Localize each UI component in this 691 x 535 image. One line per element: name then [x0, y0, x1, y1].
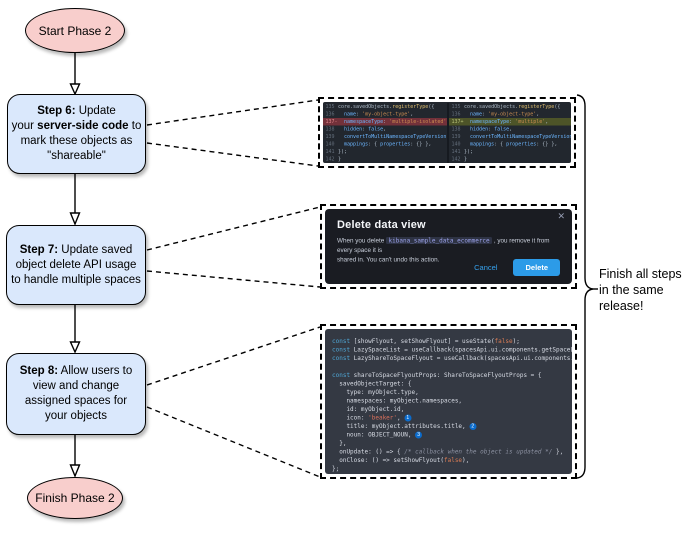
- diff-row: 137- namespaceType: 'multiple-isolated',: [323, 118, 447, 126]
- delete-modal-panel: ✕ Delete data view When you delete kiban…: [320, 204, 577, 289]
- flow-arrow-step7-step8: [69, 305, 81, 354]
- code-line: Step 8: Allow users to: [19, 365, 133, 377]
- code-line: to handle multiple spaces: [11, 273, 141, 286]
- code-line: onUpdate: () => { /* callback when the o…: [332, 448, 564, 455]
- code-line: assigned spaces for: [24, 395, 128, 407]
- delete-modal: ✕ Delete data view When you delete kiban…: [325, 209, 572, 284]
- code-line: Step 6: Update: [37, 105, 116, 117]
- code-line: "shareable": [47, 150, 106, 162]
- diff-row: 141});: [451, 149, 474, 155]
- code-line: savedObjectTarget: {: [332, 380, 412, 387]
- start-node-label: Start Phase 2: [38, 23, 112, 38]
- code-line: const LazyShareToSpaceFlyout = useCallba…: [332, 354, 572, 362]
- inline-code-chip: kibana_sample_data_ecommerce: [386, 237, 493, 244]
- modal-title: Delete data view: [337, 219, 426, 231]
- step6-node: Step 6: Update your server-side code to ma…: [7, 94, 146, 174]
- code-line: mark these objects as: [20, 135, 133, 147]
- code-line: onClose: () => setShowFlyout(false),: [332, 456, 470, 464]
- flow-arrow-step6-step7: [69, 174, 81, 226]
- close-icon[interactable]: ✕: [557, 211, 565, 221]
- modal-body-text-line2: shared in. You can't undo this action.: [337, 256, 440, 263]
- diff-row: 139 convertToMultiNamespaceTypeVersion: …: [325, 134, 448, 140]
- code-line: Step 7: Update saved: [19, 243, 133, 256]
- diff-row: 138 hidden: false,: [451, 126, 513, 133]
- diff-row: 138 hidden: false,: [325, 126, 387, 133]
- code-line: },: [332, 439, 347, 447]
- cancel-button[interactable]: Cancel: [474, 263, 498, 272]
- code-line: title: myObject.attributes.title, 2: [325, 422, 572, 431]
- code-line: id: myObject.id,: [332, 405, 405, 413]
- code-line: [325, 363, 572, 372]
- diff-row: 136 name: 'my-object-type',: [325, 111, 414, 118]
- code-block: const [showFlyout, setShowFlyout] = useS…: [325, 329, 572, 474]
- diff-row: 140 mappings: { properties: {} },: [325, 141, 432, 148]
- code-line: namespaces: myObject.namespaces,: [332, 397, 463, 404]
- zoom-connector-step8: [146, 326, 321, 478]
- diff-row: 142}: [325, 156, 342, 163]
- diff-row: 141});: [325, 149, 348, 155]
- finish-node: Finish Phase 2: [27, 477, 123, 519]
- code-line: const LazySpaceList = useCallback(spaces…: [332, 346, 572, 353]
- modal-footer: Cancel Delete: [337, 259, 560, 276]
- modal-body-text: When you delete: [337, 237, 387, 244]
- flow-arrow-step8-finish: [69, 435, 81, 478]
- start-node: Start Phase 2: [25, 8, 125, 53]
- code-line: object delete API usage: [15, 258, 137, 271]
- code-line: const shareToSpaceFlyoutProps: ShareToSp…: [332, 371, 542, 379]
- finish-node-label: Finish Phase 2: [35, 491, 115, 505]
- diff-row: 136 name: 'my-object-type',: [451, 111, 540, 118]
- modal-body: When you delete kibana_sample_data_ecomm…: [337, 236, 560, 263]
- curly-brace: [576, 94, 598, 479]
- zoom-connector-step6: [146, 99, 319, 167]
- zoom-connector-step7: [146, 206, 321, 288]
- step7-node: Step 7: Update saved object delete API us…: [6, 225, 146, 305]
- code-line: your server-side code to: [11, 120, 142, 132]
- brace-annotation: Finish all steps in the same release!: [599, 267, 682, 313]
- diff-row: 139 convertToMultiNamespaceTypeVersion: …: [451, 134, 572, 140]
- flow-arrow-start-step6: [69, 53, 81, 96]
- code-line: type: myObject.type,: [332, 388, 419, 396]
- code-screenshot-panel: const [showFlyout, setShowFlyout] = useS…: [320, 324, 577, 479]
- delete-button[interactable]: Delete: [513, 259, 560, 276]
- code-line: view and change: [32, 380, 120, 392]
- code-line: const [showFlyout, setShowFlyout] = useS…: [332, 337, 520, 345]
- diff-row: 142}: [451, 156, 468, 163]
- diff-row: 140 mappings: { properties: {} },: [451, 141, 558, 148]
- code-line: };: [332, 465, 340, 472]
- step8-node: Step 8: Allow users to view and change ass…: [6, 353, 146, 435]
- code-line: icon: 'beaker', 1: [325, 414, 572, 423]
- code-line: your objects: [44, 410, 107, 422]
- diff-row: 137+ namespaceType: 'multiple',: [449, 118, 571, 126]
- code-line: noun: OBJECT_NOUN, 3: [325, 431, 572, 440]
